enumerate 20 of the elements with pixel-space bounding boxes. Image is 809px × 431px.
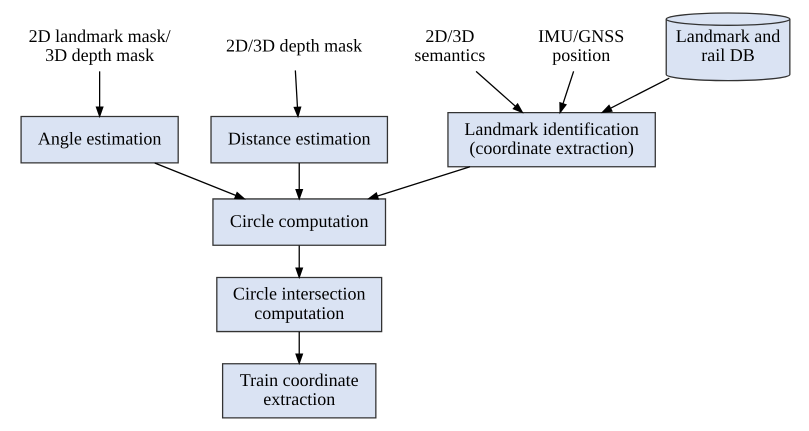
arrow <box>559 71 574 114</box>
node-box: Landmark identification (coordinate extraction) <box>447 112 656 168</box>
node-box: Circle intersection computation <box>216 276 382 332</box>
arrow <box>154 162 246 200</box>
node-text: 2D/3D semantics <box>414 26 486 66</box>
arrow <box>96 71 104 118</box>
node-text: IMU/GNSS position <box>538 26 624 66</box>
node-text: 2D landmark mask/ 3D depth mask <box>28 26 171 66</box>
arrow <box>295 246 304 280</box>
node-box: Angle estimation <box>20 116 179 164</box>
arrow <box>600 78 670 114</box>
arrow <box>293 70 302 118</box>
node-text: 2D/3D depth mask <box>226 36 362 56</box>
arrow <box>476 70 524 114</box>
node-box: Train coordinate extraction <box>222 363 376 418</box>
node-box: Distance estimation <box>210 116 388 164</box>
arrow <box>295 163 304 201</box>
node-box: Circle computation <box>212 198 386 246</box>
arrow <box>366 166 470 200</box>
arrow <box>295 332 304 366</box>
